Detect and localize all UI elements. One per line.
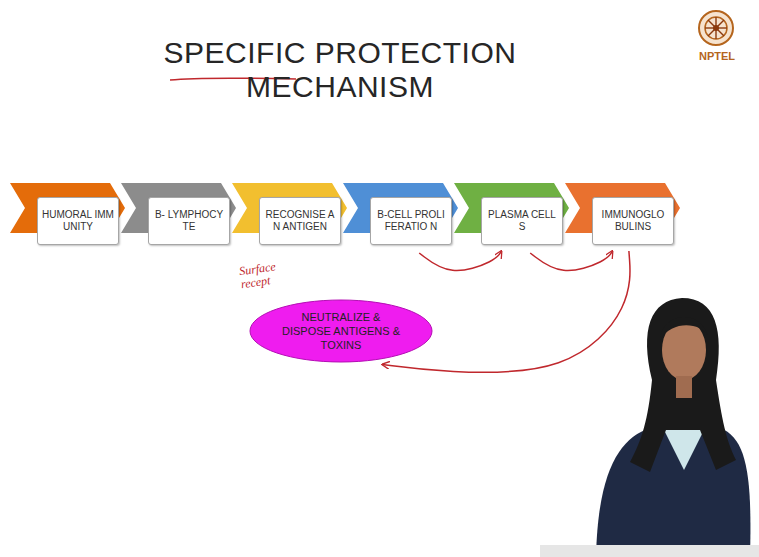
- label-box: HUMORAL IMMUNITY: [37, 197, 119, 245]
- chevron-step: IMMUNOGLO BULINS: [565, 183, 680, 251]
- ellipse-shape: [250, 300, 432, 362]
- label-box: B-CELL PROLIFERATIO N: [370, 197, 452, 245]
- step-label: B- LYMPHOCYTE: [153, 209, 225, 234]
- chevron-step: B- LYMPHOCYTE: [121, 183, 236, 251]
- chevron-step: B-CELL PROLIFERATIO N: [343, 183, 458, 251]
- ellipse-text-box: NEUTRALIZE & DISPOSE ANTIGENS & TOXINS: [277, 299, 406, 363]
- result-ellipse: NEUTRALIZE & DISPOSE ANTIGENS & TOXINS: [249, 299, 433, 363]
- step-label: B-CELL PROLIFERATIO N: [375, 209, 447, 234]
- chevron-step: HUMORAL IMMUNITY: [10, 183, 125, 251]
- handwritten-note: Surface recept: [238, 259, 289, 292]
- result-label: NEUTRALIZE & DISPOSE ANTIGENS & TOXINS: [277, 310, 406, 353]
- presenter-figure: [540, 298, 759, 557]
- label-box: B- LYMPHOCYTE: [148, 197, 230, 245]
- nptel-emblem: [699, 11, 733, 45]
- chevron-step: PLASMA CELLS: [454, 183, 569, 251]
- step-label: IMMUNOGLO BULINS: [597, 209, 669, 234]
- slide-title: SPECIFIC PROTECTION MECHANISM: [80, 36, 600, 104]
- logo-text: NPTEL: [694, 50, 740, 62]
- step-label: HUMORAL IMMUNITY: [42, 209, 114, 234]
- hand-arrow: [530, 251, 612, 271]
- label-box: PLASMA CELLS: [481, 197, 563, 245]
- hand-arrow: [419, 251, 501, 271]
- hand-arrow: [382, 251, 630, 372]
- chevron-step: RECOGNISE AN ANTIGEN: [232, 183, 347, 251]
- label-box: RECOGNISE AN ANTIGEN: [259, 197, 341, 245]
- label-box: IMMUNOGLO BULINS: [592, 197, 674, 245]
- step-label: PLASMA CELLS: [486, 209, 558, 234]
- step-label: RECOGNISE AN ANTIGEN: [264, 209, 336, 234]
